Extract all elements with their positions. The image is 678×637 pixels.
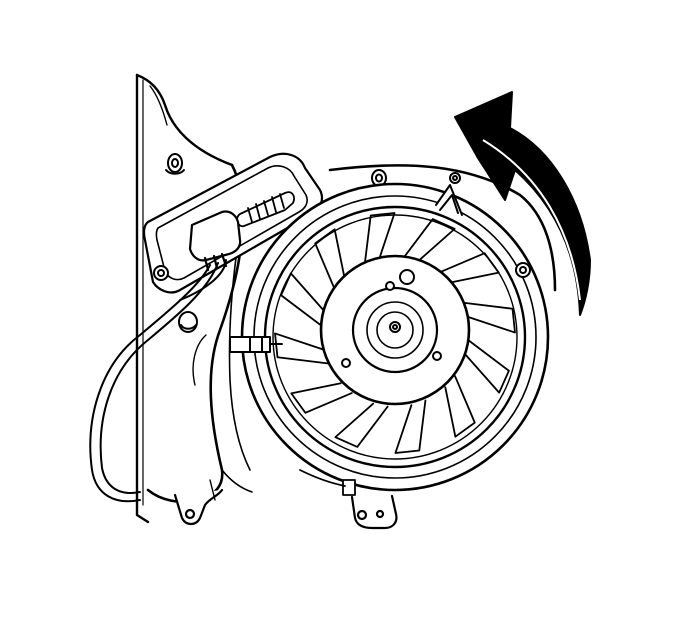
fan-blade [444,375,476,438]
resistor-coil [236,191,295,228]
fan-blade [363,212,396,267]
rotation-direction-arrow [454,91,591,316]
fan-blade [464,339,510,394]
fan-blade [461,301,516,334]
wire-retainer-bottom [299,469,356,496]
lower-mounting-tab-bottom [350,494,398,530]
lower-mounting-tab-left [173,479,224,526]
wire-harness [89,259,227,503]
housing-flange [135,73,234,524]
fan-blade [437,252,500,284]
housing-screw-small [178,311,198,333]
fan-blade [274,332,329,365]
flange-bolt-hole-upper [165,153,185,175]
fan-blade [394,399,427,454]
fan-blade [401,218,456,264]
hub-holes [341,269,442,368]
fan-blades [274,212,516,454]
motor-shaft [389,321,401,333]
module-screw [153,265,169,281]
shroud-latch-upper [435,172,463,216]
fan-blade [290,382,353,414]
shroud-bolt-hole-right [515,262,531,278]
fan-blade [314,228,346,291]
fan-blade [280,272,326,327]
fan-blade [334,402,389,448]
